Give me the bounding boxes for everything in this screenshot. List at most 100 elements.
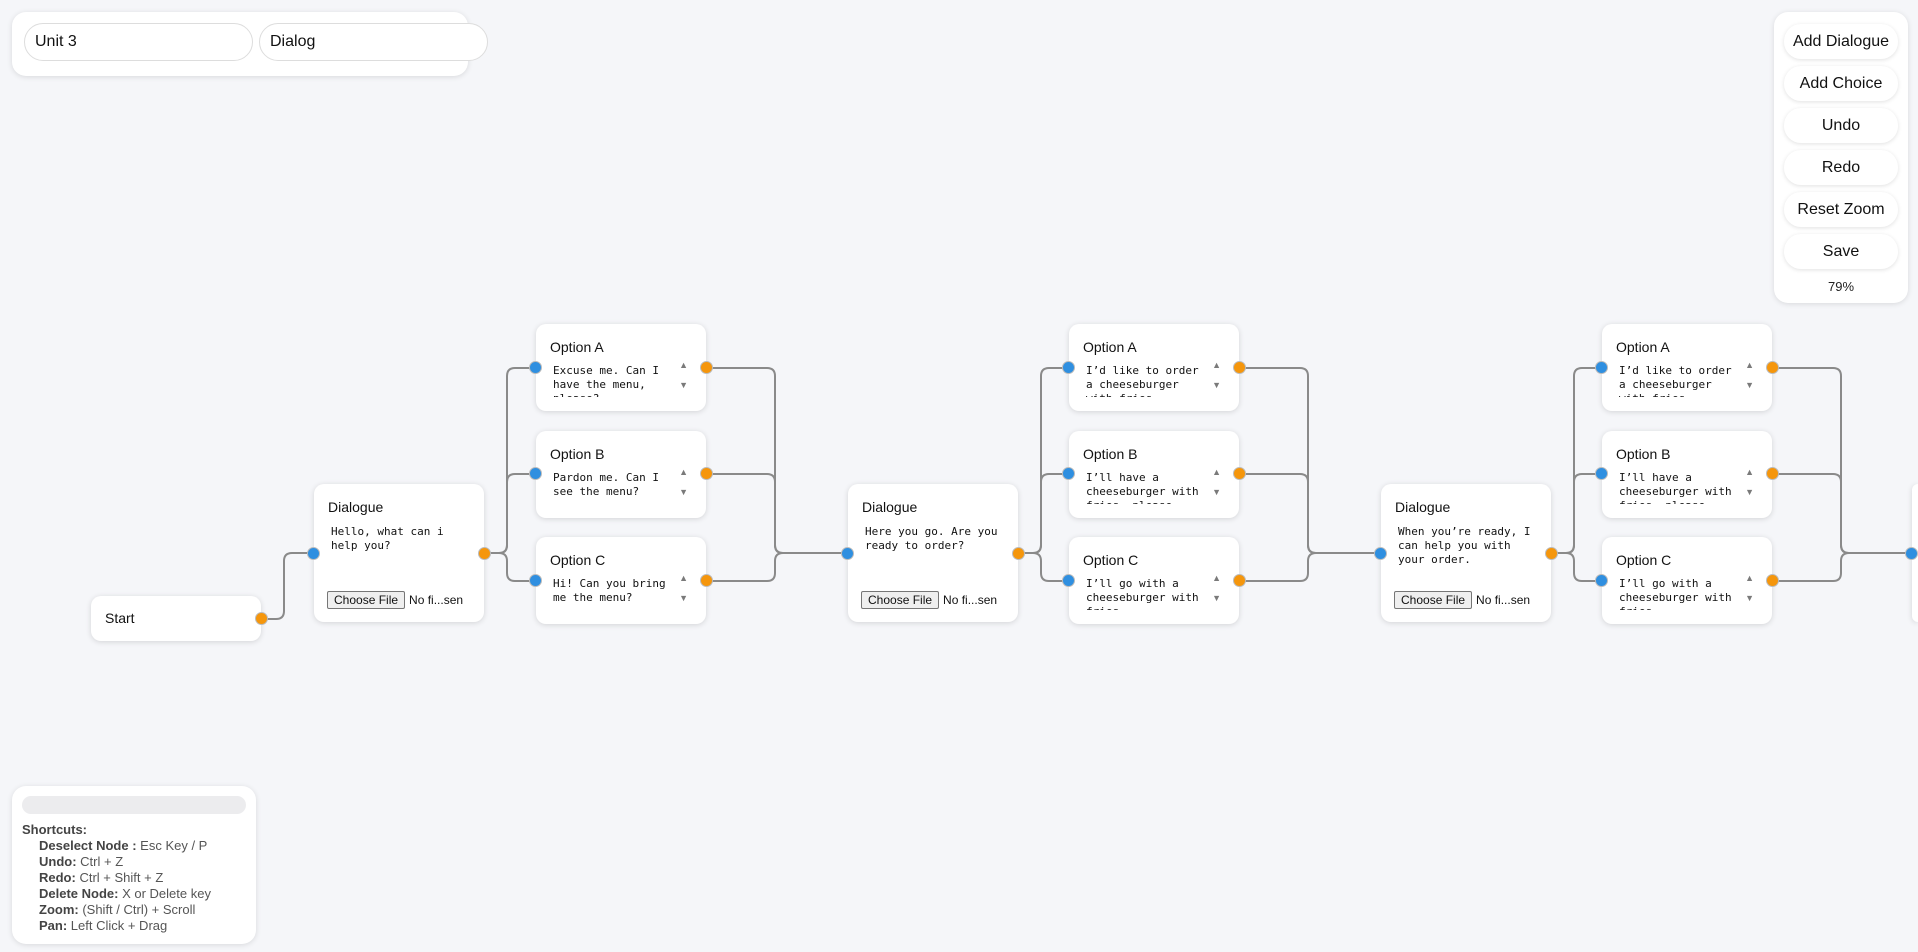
add-dialogue-button[interactable]: Add Dialogue [1784, 24, 1898, 59]
dialogue-text-field[interactable]: Here you go. Are you ready to order? [865, 525, 998, 552]
choice-text-field[interactable]: I’ll have a cheeseburger with fries, ple… [1619, 471, 1732, 504]
shortcut-key: Zoom: [39, 902, 79, 917]
redo-button[interactable]: Redo [1784, 150, 1898, 185]
reset-zoom-button[interactable]: Reset Zoom [1784, 192, 1898, 227]
dialogue-title: Dialogue [328, 499, 384, 515]
move-down-icon[interactable]: ▼ [1212, 380, 1221, 390]
move-down-icon[interactable]: ▼ [1212, 487, 1221, 497]
choose-file-button[interactable]: Choose File [861, 591, 940, 609]
move-up-icon[interactable]: ▲ [1212, 573, 1221, 583]
dialogue-node[interactable]: Dialogue Here you go. Are you ready to o… [841, 484, 1025, 622]
choice-title: Option A [1616, 339, 1670, 355]
connection-wire [1552, 367, 1602, 554]
choice-text-field[interactable]: Pardon me. Can I see the menu? [553, 471, 659, 498]
shortcut-value: Esc Key / P [136, 838, 208, 853]
move-up-icon[interactable]: ▲ [1745, 360, 1754, 370]
start-node[interactable]: Start [91, 596, 268, 641]
choice-text-field[interactable]: I’d like to order a cheeseburger with fr… [1619, 364, 1732, 397]
input-port[interactable] [841, 547, 854, 560]
save-button[interactable]: Save [1784, 234, 1898, 269]
move-down-icon[interactable]: ▼ [679, 380, 688, 390]
choice-node-c[interactable]: Option C Hi! Can you bring me the menu? … [529, 537, 713, 624]
input-port[interactable] [1062, 361, 1075, 374]
choice-title: Option A [550, 339, 604, 355]
choice-node-c[interactable]: Option C I’ll go with a cheeseburger wit… [1062, 537, 1246, 624]
choice-text-field[interactable]: Hi! Can you bring me the menu? [553, 577, 666, 604]
move-down-icon[interactable]: ▼ [1745, 487, 1754, 497]
choice-node-a[interactable]: Option A I’d like to order a cheeseburge… [1062, 324, 1246, 411]
dialogue-node[interactable]: Dialogue When you’re ready, I can help y… [1374, 484, 1558, 622]
move-down-icon[interactable]: ▼ [679, 487, 688, 497]
choice-node-b[interactable]: Option B Pardon me. Can I see the menu? … [529, 431, 713, 518]
choice-node-a[interactable]: Option A Excuse me. Can I have the menu,… [529, 324, 713, 411]
shortcut-row: Pan: Left Click + Drag [22, 918, 246, 934]
input-port[interactable] [1374, 547, 1387, 560]
shortcut-value: Ctrl + Z [76, 854, 124, 869]
move-up-icon[interactable]: ▲ [679, 360, 688, 370]
connection-wire [707, 552, 846, 582]
choose-file-button[interactable]: Choose File [1394, 591, 1473, 609]
output-port[interactable] [1012, 547, 1025, 560]
connection-wire [1773, 367, 1912, 554]
input-port[interactable] [307, 547, 320, 560]
choice-node-c[interactable]: Option C I’ll go with a cheeseburger wit… [1595, 537, 1779, 624]
move-down-icon[interactable]: ▼ [679, 593, 688, 603]
input-port[interactable] [1905, 547, 1918, 560]
output-port[interactable] [1766, 574, 1779, 587]
choice-text-field[interactable]: Excuse me. Can I have the menu, please? [553, 364, 659, 397]
input-port[interactable] [1062, 574, 1075, 587]
choice-text-field[interactable]: I’ll go with a cheeseburger with fries. [1086, 577, 1199, 610]
move-down-icon[interactable]: ▼ [1212, 593, 1221, 603]
move-up-icon[interactable]: ▲ [679, 573, 688, 583]
choice-title: Option B [1616, 446, 1671, 462]
input-port[interactable] [1595, 574, 1608, 587]
offscreen-dialogue-node[interactable] [1905, 484, 1918, 622]
choice-text-field[interactable]: I’ll go with a cheeseburger with fries. [1619, 577, 1732, 610]
choice-text-field[interactable]: I’ll have a cheeseburger with fries, ple… [1086, 471, 1199, 504]
output-port[interactable] [700, 574, 713, 587]
input-port[interactable] [1062, 467, 1075, 480]
connection-wire [485, 473, 536, 554]
output-port[interactable] [1233, 574, 1246, 587]
input-port[interactable] [529, 467, 542, 480]
output-port[interactable] [700, 467, 713, 480]
move-up-icon[interactable]: ▲ [1745, 467, 1754, 477]
unit-name-input[interactable] [24, 23, 253, 61]
move-up-icon[interactable]: ▲ [1745, 573, 1754, 583]
choice-text-field[interactable]: I’d like to order a cheeseburger with fr… [1086, 364, 1199, 397]
shortcut-row: Zoom: (Shift / Ctrl) + Scroll [22, 902, 246, 918]
output-port[interactable] [478, 547, 491, 560]
input-port[interactable] [529, 574, 542, 587]
dialogue-text-field[interactable]: When you’re ready, I can help you with y… [1398, 525, 1531, 566]
input-port[interactable] [529, 361, 542, 374]
output-port[interactable] [1766, 361, 1779, 374]
output-port[interactable] [1233, 467, 1246, 480]
input-port[interactable] [1595, 467, 1608, 480]
connection-wire [1773, 473, 1912, 554]
choice-node-b[interactable]: Option B I’ll have a cheeseburger with f… [1595, 431, 1779, 518]
output-port[interactable] [700, 361, 713, 374]
choose-file-button[interactable]: Choose File [327, 591, 406, 609]
dialogue-node[interactable]: Dialogue Hello, what can i help you? Cho… [307, 484, 491, 622]
choice-title: Option B [1083, 446, 1138, 462]
move-up-icon[interactable]: ▲ [1212, 467, 1221, 477]
connection-wire [262, 552, 313, 620]
move-up-icon[interactable]: ▲ [1212, 360, 1221, 370]
undo-button[interactable]: Undo [1784, 108, 1898, 143]
dialogue-text-field[interactable]: Hello, what can i help you? [331, 525, 444, 552]
choice-node-a[interactable]: Option A I’d like to order a cheeseburge… [1595, 324, 1779, 411]
output-port[interactable] [1766, 467, 1779, 480]
shortcuts-drag-handle[interactable] [22, 796, 246, 814]
choice-node-b[interactable]: Option B I’ll have a cheeseburger with f… [1062, 431, 1246, 518]
output-port[interactable] [255, 612, 268, 625]
connection-wire [485, 367, 536, 554]
choice-title: Option B [550, 446, 605, 462]
output-port[interactable] [1233, 361, 1246, 374]
input-port[interactable] [1595, 361, 1608, 374]
move-up-icon[interactable]: ▲ [679, 467, 688, 477]
dialog-name-input[interactable] [259, 23, 488, 61]
output-port[interactable] [1545, 547, 1558, 560]
move-down-icon[interactable]: ▼ [1745, 380, 1754, 390]
add-choice-button[interactable]: Add Choice [1784, 66, 1898, 101]
move-down-icon[interactable]: ▼ [1745, 593, 1754, 603]
